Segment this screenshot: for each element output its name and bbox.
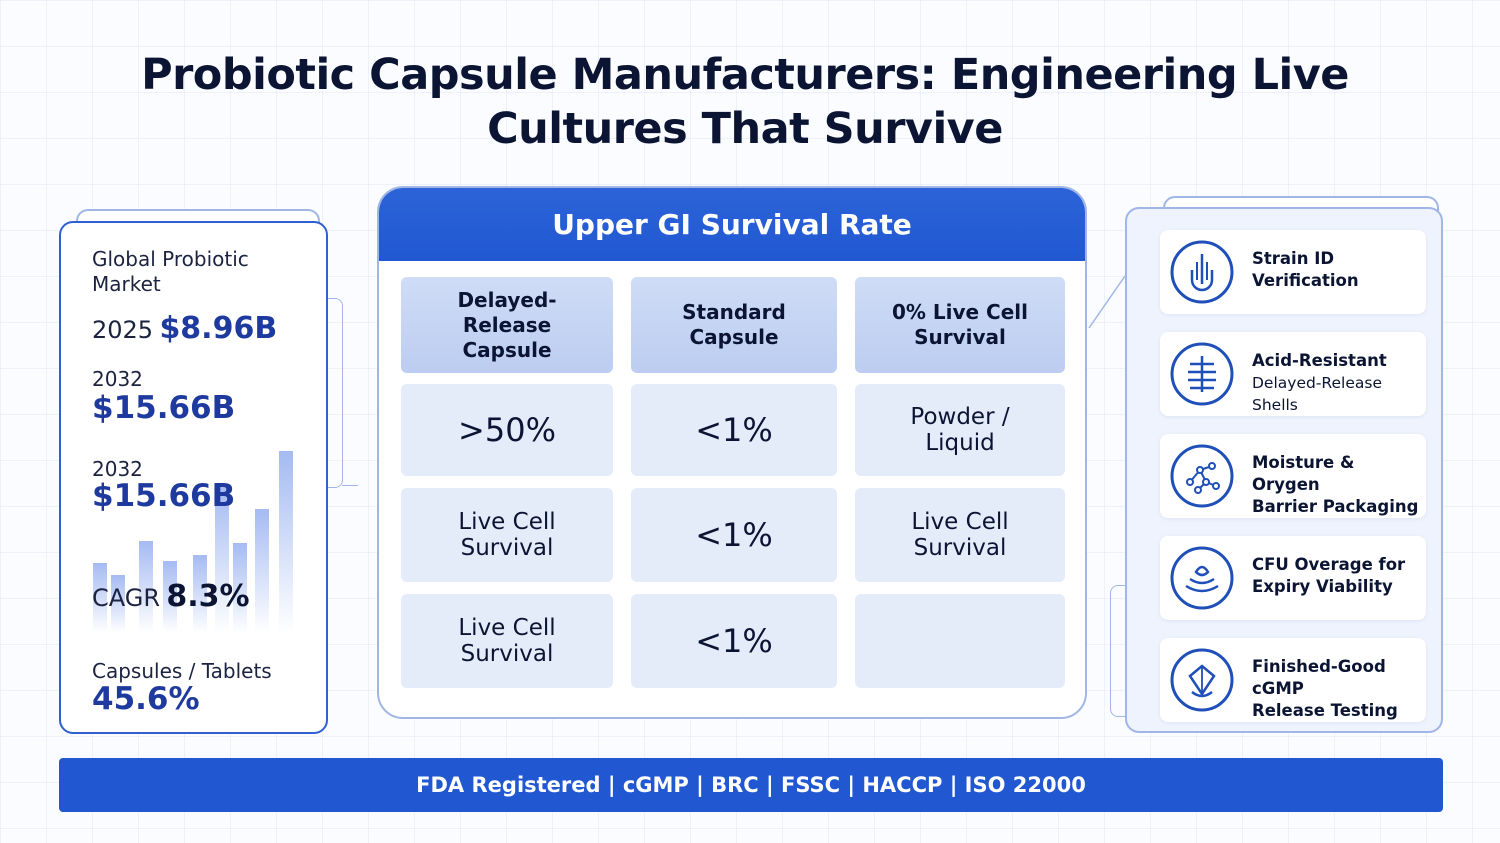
cell-r2-c2: <1%: [631, 488, 837, 582]
feature-line2: Barrier Packaging: [1252, 497, 1419, 516]
decorative-bar: [215, 487, 229, 633]
cell-r1-c2: <1%: [631, 384, 837, 476]
feature-text: Acid-Resistant Delayed-Release Shells: [1252, 350, 1427, 416]
decorative-bar: [193, 555, 207, 633]
cell-r1-c3: Powder / Liquid: [855, 384, 1065, 476]
cagr-row: CAGR 8.3%: [92, 579, 250, 614]
market-year-2032-repeat: 2032: [92, 457, 143, 481]
cell-r3-c3: [855, 594, 1065, 688]
market-year-2025: 2025: [92, 316, 154, 344]
col-header-delayed-release: Delayed-Release Capsule: [401, 277, 613, 373]
feature-line1: Finished-Good cGMP: [1252, 657, 1386, 698]
feature-line2: Verification: [1252, 271, 1359, 290]
feature-text: CFU Overage for Expiry Viability: [1252, 554, 1427, 598]
col-header-standard: Standard Capsule: [631, 277, 837, 373]
feature-line2: Expiry Viability: [1252, 577, 1393, 596]
cagr-label: CAGR: [92, 584, 161, 612]
capsules-value: 45.6%: [92, 681, 200, 717]
cell-r3-c2: <1%: [631, 594, 837, 688]
feature-line2: Delayed-Release Shells: [1252, 374, 1382, 414]
decorative-bar: [163, 561, 177, 633]
right-bracket: [1110, 585, 1125, 717]
strain-id-icon: [1170, 240, 1234, 304]
feature-cfu-overage: CFU Overage for Expiry Viability: [1160, 536, 1426, 620]
feature-line2: Release Testing: [1252, 701, 1398, 720]
feature-acid-resistant: Acid-Resistant Delayed-Release Shells: [1160, 332, 1426, 416]
feature-strain-id: Strain ID Verification: [1160, 230, 1426, 314]
decorative-bar-graphic: [91, 433, 301, 633]
release-testing-icon: [1170, 648, 1234, 712]
market-year-2032: 2032: [92, 367, 143, 391]
molecule-barrier-icon: [1170, 444, 1234, 508]
market-value-2025: $8.96B: [159, 311, 278, 346]
left-connector: [328, 298, 343, 488]
certifications-banner: FDA Registered | cGMP | BRC | FSSC | HAC…: [59, 758, 1443, 812]
cell-r2-c1: Live Cell Survival: [401, 488, 613, 582]
feature-text: Moisture & Orygen Barrier Packaging: [1252, 452, 1427, 518]
feature-line1: Strain ID: [1252, 249, 1335, 268]
survival-heading: Upper GI Survival Rate: [379, 188, 1085, 261]
decorative-bar: [233, 543, 247, 633]
feature-line1: Moisture & Orygen: [1252, 453, 1355, 494]
left-connector-tail: [342, 485, 358, 486]
market-label: Global Probiotic Market: [92, 247, 249, 296]
feature-text: Strain ID Verification: [1252, 248, 1427, 292]
decorative-bar: [279, 451, 293, 633]
market-card: Global Probiotic Market 2025 $8.96B 2032…: [59, 221, 328, 734]
decorative-bar: [93, 563, 107, 633]
decorative-bar: [111, 575, 125, 633]
feature-release-testing: Finished-Good cGMP Release Testing: [1160, 638, 1426, 722]
market-2025-row: 2025 $8.96B: [92, 311, 277, 346]
cell-r2-c3: Live Cell Survival: [855, 488, 1065, 582]
page-title: Probiotic Capsule Manufacturers: Enginee…: [141, 50, 1349, 154]
capsules-label: Capsules / Tablets: [92, 659, 272, 683]
survival-panel: Upper GI Survival Rate Delayed-Release C…: [377, 186, 1087, 719]
cagr-value: 8.3%: [166, 579, 250, 614]
decorative-bar: [139, 541, 153, 633]
feature-line1: CFU Overage for: [1252, 555, 1406, 574]
market-value-2032: $15.66B: [92, 390, 236, 426]
feature-text: Finished-Good cGMP Release Testing: [1252, 656, 1427, 722]
cell-r1-c1: >50%: [401, 384, 613, 476]
right-connector: [1088, 275, 1126, 329]
col-header-zero-survival: 0% Live Cell Survival: [855, 277, 1065, 373]
market-value-2032-repeat: $15.66B: [92, 478, 236, 514]
acid-resistant-shell-icon: [1170, 342, 1234, 406]
feature-moisture-barrier: Moisture & Orygen Barrier Packaging: [1160, 434, 1426, 518]
decorative-bar: [255, 509, 269, 633]
feature-line1: Acid-Resistant: [1252, 351, 1387, 370]
cfu-overage-icon: [1170, 546, 1234, 610]
cell-r3-c1: Live Cell Survival: [401, 594, 613, 688]
